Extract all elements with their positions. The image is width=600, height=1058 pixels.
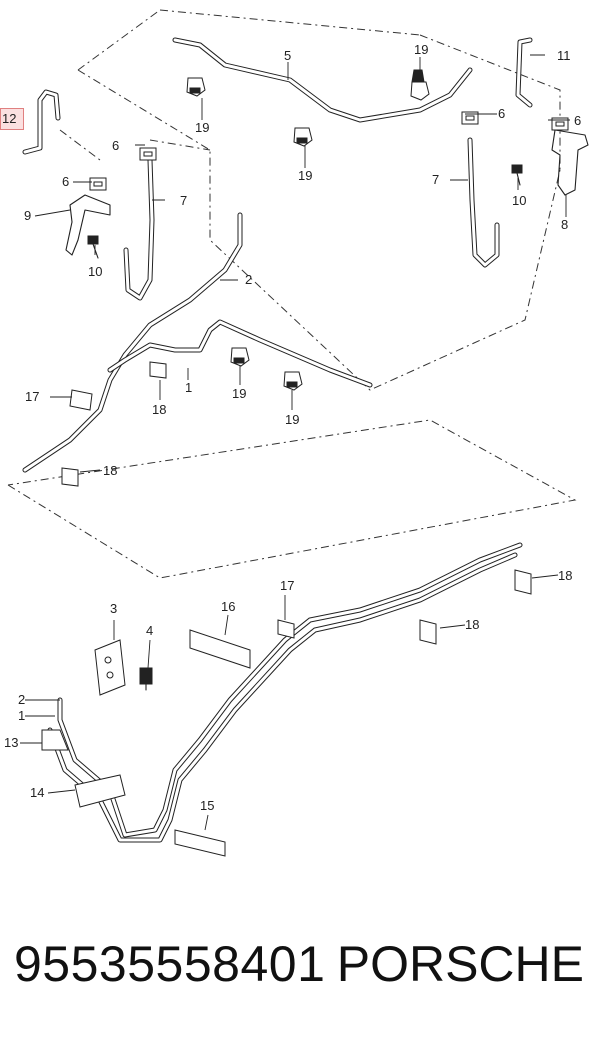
callout-13: 13 bbox=[4, 735, 18, 750]
callout-18-lower-b: 18 bbox=[465, 617, 479, 632]
callout-19-c: 19 bbox=[414, 42, 428, 57]
footer: 95535558401 PORSCHE bbox=[0, 935, 600, 1035]
callout-19-b: 19 bbox=[298, 168, 312, 183]
callout-18-upper-b: 18 bbox=[103, 463, 117, 478]
leader-lines bbox=[20, 54, 570, 831]
holder-16 bbox=[189, 629, 251, 669]
clip-18-upper-a bbox=[149, 361, 167, 379]
callout-7-right: 7 bbox=[432, 172, 439, 187]
distributor-3 bbox=[94, 639, 126, 696]
clip-18-lower-a bbox=[514, 569, 532, 595]
bolt-10-right bbox=[511, 164, 523, 186]
callout-7-left: 7 bbox=[180, 193, 187, 208]
clip-19-e bbox=[283, 371, 303, 391]
holder-14 bbox=[74, 774, 126, 808]
brake-line-1-lower bbox=[47, 552, 518, 843]
callout-16: 16 bbox=[221, 599, 235, 614]
callout-6-b: 6 bbox=[574, 113, 581, 128]
callout-6-c: 6 bbox=[112, 138, 119, 153]
callout-15: 15 bbox=[200, 798, 214, 813]
part-number: 95535558401 bbox=[14, 936, 326, 992]
callout-12: 12 bbox=[2, 111, 16, 126]
holder-15 bbox=[174, 829, 226, 857]
clip-19-b bbox=[293, 127, 313, 147]
brake-line-diagram: 12 5 19 19 19 11 6 6 6 6 7 7 9 10 10 8 2… bbox=[2, 9, 589, 857]
callout-10-right: 10 bbox=[512, 193, 526, 208]
lower-frame bbox=[7, 419, 577, 579]
callout-18-upper-a: 18 bbox=[152, 402, 166, 417]
callout-14: 14 bbox=[30, 785, 44, 800]
clip-18-upper-b bbox=[61, 467, 79, 487]
clip-19-c bbox=[410, 69, 430, 101]
callout-19-e: 19 bbox=[285, 412, 299, 427]
upper-frame-right bbox=[419, 34, 561, 170]
clip-6-a bbox=[89, 177, 107, 191]
clip-6-b bbox=[139, 147, 157, 161]
callout-19-d: 19 bbox=[232, 386, 246, 401]
callout-17-upper: 17 bbox=[25, 389, 39, 404]
callout-19-a: 19 bbox=[195, 120, 209, 135]
callout-18-lower-a: 18 bbox=[558, 568, 572, 583]
callout-1-lower: 1 bbox=[18, 708, 25, 723]
callout-1-upper: 1 bbox=[185, 380, 192, 395]
callout-8: 8 bbox=[561, 217, 568, 232]
callout-3: 3 bbox=[110, 601, 117, 616]
upper-frame bbox=[77, 9, 561, 391]
clip-19-a bbox=[186, 77, 206, 97]
callout-6-d: 6 bbox=[62, 174, 69, 189]
highlighted-callout-box bbox=[0, 108, 24, 130]
callout-11: 11 bbox=[557, 48, 571, 63]
callout-9: 9 bbox=[24, 208, 31, 223]
clip-18-lower-b bbox=[419, 619, 437, 645]
bracket-9 bbox=[65, 194, 111, 256]
brake-hose-7-left bbox=[123, 157, 155, 301]
frame-left-lead bbox=[59, 129, 211, 161]
clip-6-c bbox=[461, 111, 479, 125]
callout-2-lower: 2 bbox=[18, 692, 25, 707]
clip-6-d bbox=[551, 117, 569, 131]
clip-17-upper bbox=[69, 389, 93, 411]
callout-5: 5 bbox=[284, 48, 291, 63]
brake-line-2-upper bbox=[22, 212, 243, 473]
bracket-8 bbox=[551, 129, 589, 196]
clip-17-lower bbox=[277, 619, 295, 639]
clip-19-d bbox=[230, 347, 250, 367]
bolt-4 bbox=[139, 667, 153, 691]
brand-name: PORSCHE bbox=[336, 936, 584, 992]
bolt-10-left bbox=[87, 235, 99, 259]
callout-2-upper: 2 bbox=[245, 272, 252, 287]
callout-6-a: 6 bbox=[498, 106, 505, 121]
callout-10-left: 10 bbox=[88, 264, 102, 279]
callout-4: 4 bbox=[146, 623, 153, 638]
callout-17-lower: 17 bbox=[280, 578, 294, 593]
